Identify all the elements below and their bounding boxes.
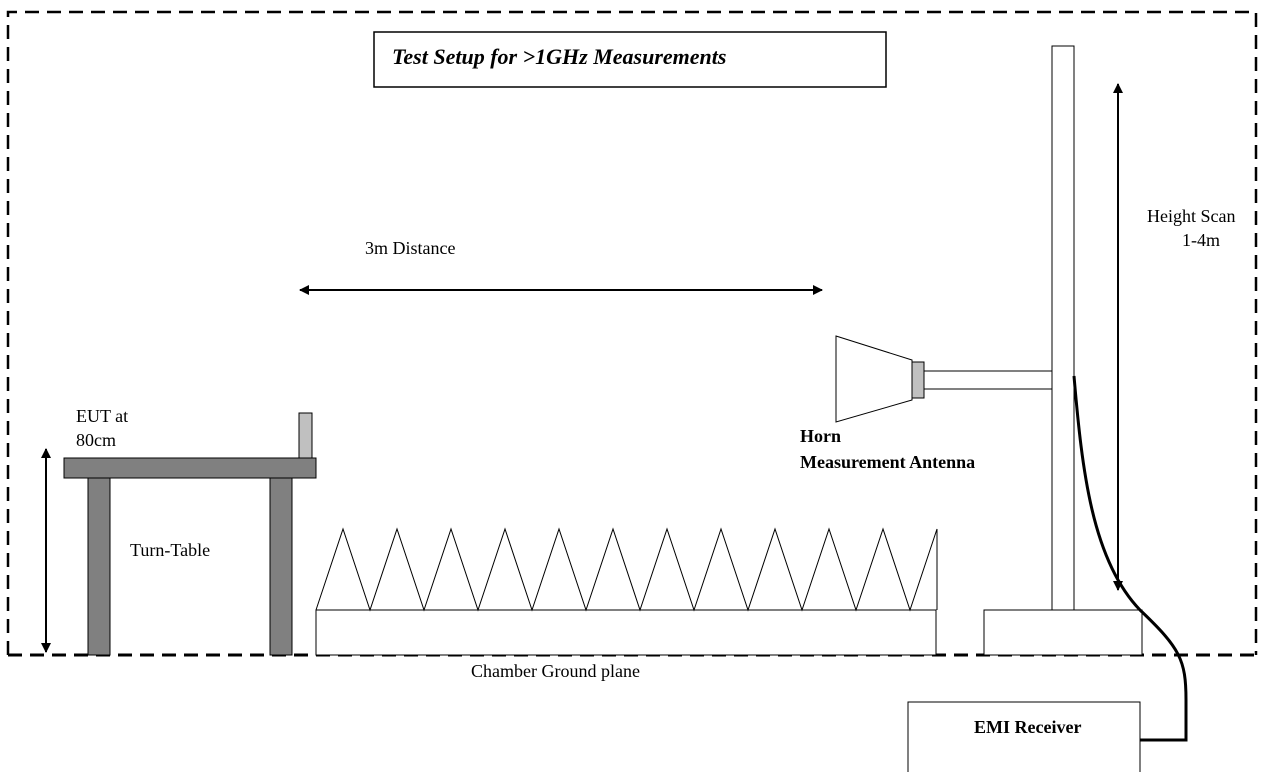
antenna-mast [1051,45,1075,611]
antenna-boom [923,370,1053,390]
mast-base [983,609,1143,656]
absorber-cones [315,527,938,612]
eut-height-label-line2: 80cm [76,430,116,450]
turn-table-label: Turn-Table [130,540,210,560]
emi-receiver-box [907,701,1141,772]
turn-table-right-leg [269,477,293,656]
ground-plane-label: Chamber Ground plane [471,661,640,681]
distance-label: 3m Distance [365,238,455,258]
horn-connector [911,361,925,399]
horn-antenna [835,335,913,423]
height-scan-label-line1: Height Scan [1147,206,1235,226]
chamber-boundary [6,10,1258,655]
eut-height-label-line1: EUT at [76,406,128,426]
horn-label-line1: Horn [800,426,841,446]
emi-receiver-label: EMI Receiver [974,717,1081,737]
title-box [373,31,887,88]
horn-label-line2: Measurement Antenna [800,452,975,472]
page-title: Test Setup for >1GHz Measurements [392,44,726,69]
height-scan-label-line2: 1-4m [1182,230,1220,250]
absorber-base [315,609,937,656]
antenna-cable [1072,375,1188,742]
turn-table-left-leg [87,477,111,656]
eut-device [298,412,313,459]
turn-table-top [63,457,317,479]
